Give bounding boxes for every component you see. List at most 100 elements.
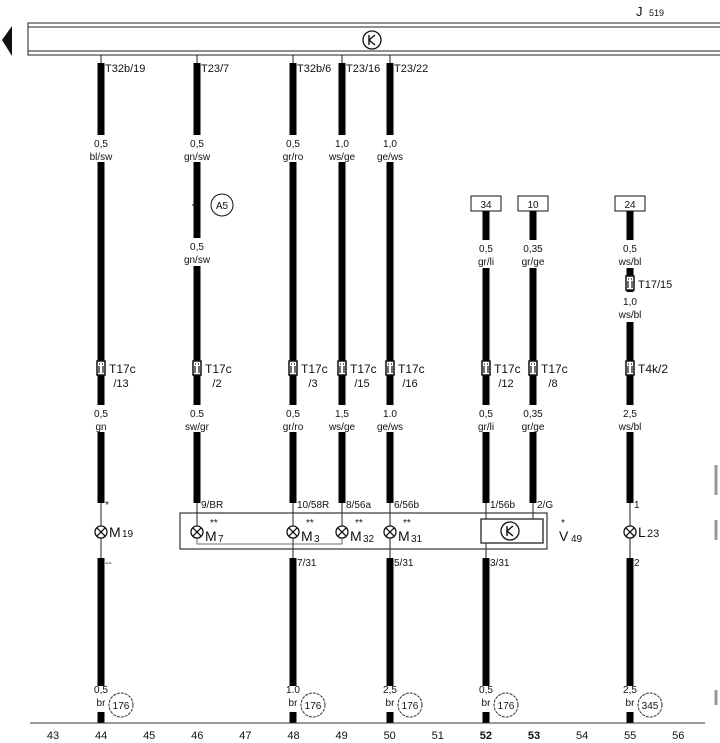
grid-number: 51 bbox=[432, 730, 444, 742]
wire-46-seg2-size: 0.5 bbox=[190, 409, 204, 420]
connector-pins bbox=[290, 363, 296, 373]
wire-44-lamp-name: M bbox=[109, 524, 121, 540]
wire-55-seg3-size: 2,5 bbox=[623, 685, 637, 696]
wire-55-ground-label: 345 bbox=[642, 701, 659, 712]
wire-55-mid-conn: T17/15 bbox=[638, 279, 672, 291]
wire-48-lamp-number: 3 bbox=[314, 534, 320, 545]
wire-53-connector bbox=[528, 360, 538, 376]
wire-50-conn-pin: /16 bbox=[402, 378, 417, 390]
wire-46-seg1-color: gn/sw bbox=[184, 152, 211, 163]
wire-50-seg3-size: 2,5 bbox=[383, 685, 397, 696]
wire-48-ground-label: 176 bbox=[305, 701, 322, 712]
wire-50-in-pin: 6/56b bbox=[394, 500, 419, 511]
wire-50-seg3-color: br bbox=[386, 698, 396, 709]
connector-body bbox=[625, 360, 635, 376]
wire-50-top-pin: T23/22 bbox=[394, 63, 428, 75]
wire-46-conn-name: T17c bbox=[205, 362, 232, 376]
wire-52-seg3-color: br bbox=[482, 698, 492, 709]
connector-body bbox=[625, 275, 635, 291]
wire-53-seg1-size: 0,35 bbox=[523, 244, 543, 255]
wire-46-lamp-icon bbox=[190, 525, 204, 539]
wire-46-ref-circle bbox=[210, 193, 234, 217]
wire-53-conn-pin: /8 bbox=[548, 378, 557, 390]
wire-49-lamp-stars: ** bbox=[355, 518, 363, 529]
grid-number: 54 bbox=[576, 730, 588, 742]
wire-55-conn-name: T4k/2 bbox=[638, 362, 668, 376]
connector-pins bbox=[530, 363, 536, 373]
wire-55-seg3-color: br bbox=[626, 698, 636, 709]
wire-48-in-pin: 10/58R bbox=[297, 500, 329, 511]
wire-48-conn-pin: /3 bbox=[308, 378, 317, 390]
wire-44-lamp-number: 19 bbox=[122, 529, 134, 540]
wire-44-in-pin: * bbox=[105, 500, 109, 511]
connector-pins bbox=[98, 363, 104, 373]
wire-48-seg2-color: gr/ro bbox=[283, 422, 304, 433]
wire-46-in-pin: 9/BR bbox=[201, 500, 223, 511]
wire-52-connector bbox=[481, 360, 491, 376]
connector-body bbox=[96, 360, 106, 376]
wire-55-in-pin: 1 bbox=[634, 500, 640, 511]
connector-body bbox=[288, 360, 298, 376]
wire-55-seg1b-color: ws/bl bbox=[618, 310, 642, 321]
wire-55-out-pin: 2 bbox=[634, 558, 640, 569]
k-circle bbox=[362, 30, 382, 50]
wire-52-source-box bbox=[470, 195, 502, 212]
v49-number: 49 bbox=[571, 534, 583, 545]
wire-44-seg2-color: gn bbox=[95, 422, 106, 433]
grid-number: 56 bbox=[672, 730, 684, 742]
wire-52-seg2-color: gr/li bbox=[478, 422, 494, 433]
wire-49-seg2-color: ws/ge bbox=[328, 422, 356, 433]
wire-50-ground-label: 176 bbox=[402, 701, 419, 712]
wire-48-seg1-color: gr/ro bbox=[283, 152, 304, 163]
wire-44-ground-circle bbox=[108, 692, 134, 718]
wire-48-lamp-icon bbox=[286, 525, 300, 539]
wire-49-top-pin: T23/16 bbox=[346, 63, 380, 75]
wire-46-lamp-name: M bbox=[205, 528, 217, 544]
lamp-cross bbox=[96, 527, 106, 537]
wire-53-seg2-size: 0,35 bbox=[523, 409, 543, 420]
wire-48-seg1-size: 0,5 bbox=[286, 139, 300, 150]
wire-50-out-pin: 5/31 bbox=[394, 558, 414, 569]
wire-53-source-box bbox=[517, 195, 549, 212]
wire-50-seg1-color: ge/ws bbox=[377, 152, 403, 163]
wire-50-conn-name: T17c bbox=[398, 362, 425, 376]
grid-number: 46 bbox=[191, 730, 203, 742]
connector-body bbox=[385, 360, 395, 376]
wire-44-conn-pin: /13 bbox=[113, 378, 128, 390]
lamp-cross bbox=[337, 527, 347, 537]
grid-number: 48 bbox=[287, 730, 299, 742]
wire-52-conn-name: T17c bbox=[494, 362, 521, 376]
wire-44-lamp-icon bbox=[94, 525, 108, 539]
wire-44-conn-name: T17c bbox=[109, 362, 136, 376]
connector-pins bbox=[627, 363, 633, 373]
wire-44-seg3-color: br bbox=[97, 698, 107, 709]
grid-number: 55 bbox=[624, 730, 636, 742]
wire-44-ground-label: 176 bbox=[113, 701, 130, 712]
wire-46-seg2-color: sw/gr bbox=[185, 422, 210, 433]
wire-49-lamp-icon bbox=[335, 525, 349, 539]
k-letter bbox=[367, 34, 376, 46]
grid-number: 52 bbox=[480, 730, 492, 742]
wire-48-out-pin: 7/31 bbox=[297, 558, 317, 569]
connector-pins bbox=[387, 363, 393, 373]
wire-49-conn-pin: /15 bbox=[354, 378, 369, 390]
connector-body bbox=[192, 360, 202, 376]
wire-53-in-pin: 2/G bbox=[537, 500, 553, 511]
wire-48-lamp-name: M bbox=[301, 528, 313, 544]
wire-48-seg3-color: br bbox=[289, 698, 299, 709]
wire-49-connector bbox=[337, 360, 347, 376]
wire-55-lamp-icon bbox=[623, 525, 637, 539]
lamp-cross bbox=[625, 527, 635, 537]
wire-48-top-pin: T32b/6 bbox=[297, 63, 331, 75]
connector-pins bbox=[627, 278, 633, 288]
wire-46-conn-pin: /2 bbox=[212, 378, 221, 390]
wire-50-lamp-stars: ** bbox=[403, 518, 411, 529]
wire-52-seg1-color: gr/li bbox=[478, 257, 494, 268]
wire-44-seg2-size: 0,5 bbox=[94, 409, 108, 420]
wire-49-conn-name: T17c bbox=[350, 362, 377, 376]
module-name: J bbox=[636, 4, 643, 19]
wire-53-seg1-color: gr/ge bbox=[522, 257, 545, 268]
wire-55-seg1-color: ws/bl bbox=[618, 257, 642, 268]
wire-44-connector bbox=[96, 360, 106, 376]
